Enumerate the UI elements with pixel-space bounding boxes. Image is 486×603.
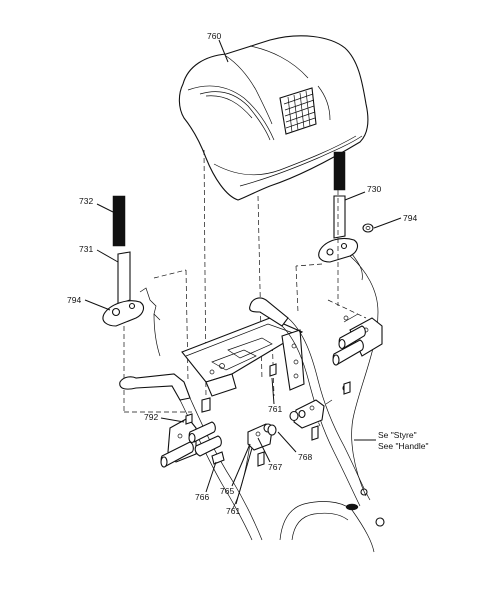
leader-lines: [84, 39, 402, 505]
callout-732: 732: [79, 196, 93, 206]
callout-794-left: 794: [67, 295, 81, 305]
callout-767: 767: [268, 462, 282, 472]
control-panel-bracket: [181, 317, 305, 397]
right-shafts: [332, 313, 383, 366]
part-732-731-left-upright: [102, 195, 161, 327]
small-hardware: [231, 384, 350, 511]
callout-761-upper: 761: [268, 404, 282, 414]
callout-768: 768: [298, 452, 312, 462]
callout-766: 766: [195, 492, 209, 502]
left-shafts: [160, 417, 222, 468]
callout-760: 760: [207, 31, 221, 41]
part-760-cover: [178, 35, 369, 201]
callout-730: 730: [367, 184, 381, 194]
note-styre: Se "Styre": [378, 430, 417, 440]
part-730-right-upright: [318, 151, 374, 281]
bolts: [185, 363, 351, 467]
callout-765: 765: [220, 486, 234, 496]
handle-tubes: [119, 255, 385, 553]
callout-labels: 760 730 794 732 731 794 792 761 767 768 …: [67, 31, 417, 516]
callout-792: 792: [144, 412, 158, 422]
note-handle: See "Handle": [378, 441, 428, 451]
callout-731: 731: [79, 244, 93, 254]
reference-note: Se "Styre" See "Handle": [378, 430, 428, 451]
callout-794-right: 794: [403, 213, 417, 223]
grille-mesh: [283, 90, 316, 133]
callout-761-lower: 761: [226, 506, 240, 516]
